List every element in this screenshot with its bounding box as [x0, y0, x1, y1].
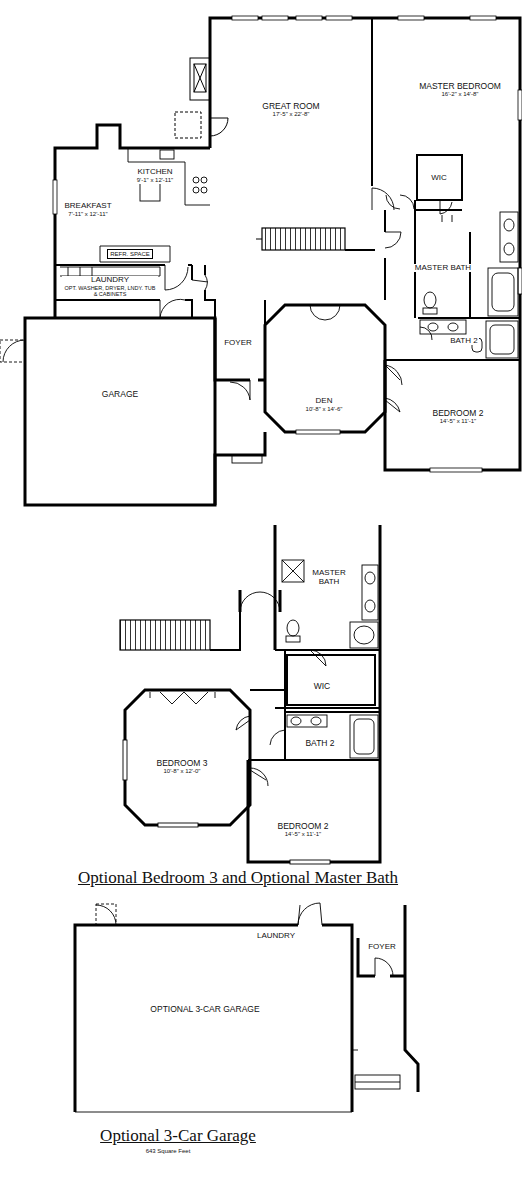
room-name: WIC [314, 682, 331, 692]
room-name: GARAGE [102, 390, 138, 400]
bath-fixtures [420, 212, 518, 358]
room-name: BREAKFAST [64, 202, 111, 211]
room-label: BEDROOM 214'-5" x 11'-1" [276, 822, 329, 838]
room-label: KITCHEN9'-1" x 12'-11" [136, 168, 174, 184]
room-dimension: 14'-5" x 11'-1" [432, 418, 483, 425]
room-name: BATH 2 [450, 337, 477, 346]
room-label: REFR. SPACE [107, 249, 153, 260]
fireplace [175, 58, 228, 138]
room-name: REFR. SPACE [110, 251, 150, 258]
optional-fixtures [123, 560, 378, 864]
option-caption: Optional 3-Car Garage [100, 1127, 256, 1146]
room-label: BREAKFAST7'-11" x 12'-11" [63, 202, 112, 218]
interior-walls [55, 18, 520, 360]
room-name: WIC [431, 174, 447, 183]
room-dimension: 10'-8" x 12'-0" [156, 768, 207, 775]
room-name: FOYER [368, 943, 396, 952]
room-name: KITCHEN [137, 168, 173, 177]
room-name: MASTER BATH [311, 569, 347, 587]
room-label: WIC [313, 682, 332, 692]
room-dimension: 9'-1" x 12'-11" [137, 177, 173, 184]
exterior-walls [25, 18, 520, 505]
room-label: FOYER [367, 943, 397, 952]
garage-details [75, 903, 400, 1112]
room-label: DEN10'-8" x 14'-6" [305, 397, 344, 413]
option-caption: Optional Bedroom 3 and Optional Master B… [78, 869, 398, 888]
closet-wall [417, 155, 462, 200]
stairs [262, 228, 345, 250]
room-label: WIC [430, 174, 448, 183]
room-label: MASTER BATH [414, 264, 472, 273]
room-label: LAUNDRYOPT. WASHER, DRYER, LNDY. TUB & C… [62, 276, 158, 297]
room-name: MASTER BEDROOM [419, 82, 501, 92]
room-label: FOYER [223, 339, 253, 348]
room-dimension: OPT. WASHER, DRYER, LNDY. TUB & CABINETS [63, 285, 157, 297]
room-dimension: 7'-11" x 12'-11" [64, 211, 111, 218]
optional-interior [210, 612, 380, 760]
room-label: BEDROOM 310'-8" x 12'-0" [155, 759, 208, 775]
room-label: GARAGE [101, 390, 139, 400]
room-label: MASTER BEDROOM16'-2" x 14'-8" [418, 82, 502, 98]
room-dimension: 17'-5" x 22'-8" [262, 111, 319, 118]
room-name: BEDROOM 2 [432, 409, 483, 419]
windows [53, 16, 522, 472]
kitchen-fixtures [60, 148, 210, 276]
room-name: BATH 2 [305, 739, 334, 749]
optional-walls [125, 525, 380, 862]
room-name: FOYER [224, 339, 252, 348]
room-name: MASTER BATH [415, 264, 471, 273]
room-label: GREAT ROOM17'-5" x 22'-8" [261, 102, 320, 118]
room-label: BATH 2 [449, 337, 478, 346]
room-label: MASTER BATH [310, 569, 348, 587]
room-name: OPTIONAL 3-CAR GARAGE [150, 1005, 259, 1015]
room-dimension: 14'-5" x 11'-1" [277, 831, 328, 838]
area-note: 643 Square Feet [146, 1148, 191, 1155]
stairs [120, 620, 210, 650]
room-name: BEDROOM 3 [156, 759, 207, 769]
room-label: BEDROOM 214'-5" x 11'-1" [431, 409, 484, 425]
room-label: LAUNDRY [256, 932, 296, 941]
doors [0, 188, 452, 463]
room-dimension: 10'-8" x 14'-6" [306, 406, 343, 413]
room-label: OPTIONAL 3-CAR GARAGE [149, 1005, 260, 1015]
garage-walls [75, 905, 418, 1112]
room-label: BATH 2 [304, 739, 335, 749]
room-name: DEN [306, 397, 343, 406]
room-name: GREAT ROOM [262, 102, 319, 112]
room-name: LAUNDRY [257, 932, 295, 941]
room-name: LAUNDRY [63, 276, 157, 285]
room-name: BEDROOM 2 [277, 822, 328, 832]
room-dimension: 16'-2" x 14'-8" [419, 91, 501, 98]
